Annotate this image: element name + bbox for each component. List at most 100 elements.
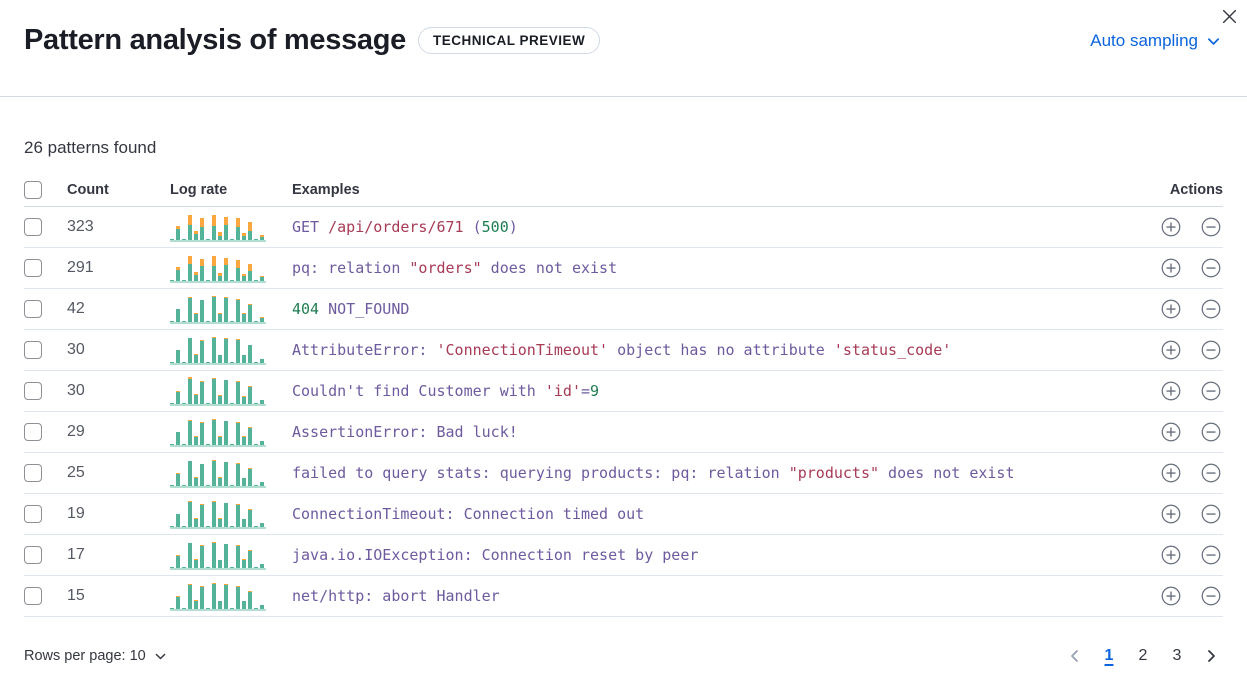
- filter-out-pattern-button[interactable]: [1201, 258, 1221, 278]
- table-row: 25 failed to query stats: querying produ…: [24, 453, 1223, 494]
- sparkline-bar: [218, 559, 222, 568]
- sparkline-bar: [236, 259, 240, 281]
- chevron-left-icon: [1071, 650, 1078, 662]
- sampling-dropdown[interactable]: Auto sampling: [1090, 31, 1221, 51]
- sparkline-bar: [254, 608, 258, 609]
- row-checkbox[interactable]: [24, 382, 42, 400]
- row-checkbox[interactable]: [24, 300, 42, 318]
- filter-for-pattern-button[interactable]: [1161, 504, 1181, 524]
- filter-for-pattern-button[interactable]: [1161, 217, 1181, 237]
- sparkline-bar: [236, 585, 240, 609]
- row-checkbox[interactable]: [24, 464, 42, 482]
- page-3-button[interactable]: 3: [1165, 643, 1189, 669]
- filter-for-pattern-button[interactable]: [1161, 299, 1181, 319]
- sparkline-bar: [194, 477, 198, 486]
- sparkline-bar: [212, 541, 216, 568]
- sparkline-bar: [200, 380, 204, 404]
- flyout-body: 26 patterns found Count Log rate Example…: [0, 138, 1247, 617]
- table-row: 323 GET /api/orders/671 (500): [24, 207, 1223, 248]
- table-row: 19 ConnectionTimeout: Connection timed o…: [24, 494, 1223, 535]
- filter-out-pattern-button[interactable]: [1201, 545, 1221, 565]
- sparkline-bar: [218, 313, 222, 322]
- sparkline-bar: [182, 280, 186, 281]
- filter-out-pattern-button[interactable]: [1201, 422, 1221, 442]
- sparkline-bar: [248, 550, 252, 568]
- sparkline-bar: [230, 239, 234, 240]
- filter-out-pattern-button[interactable]: [1201, 504, 1221, 524]
- sparkline-bar: [248, 303, 252, 322]
- sparkline-bar: [218, 518, 222, 527]
- sparkline-bar: [200, 218, 204, 240]
- sparkline-bar: [248, 385, 252, 404]
- example-text: net/http: abort Handler: [292, 587, 500, 605]
- row-checkbox[interactable]: [24, 505, 42, 523]
- filter-out-pattern-button[interactable]: [1201, 463, 1221, 483]
- sparkline-bar: [224, 297, 228, 322]
- plus-in-circle-icon: [1161, 299, 1181, 319]
- sparkline-bar: [188, 215, 192, 240]
- sparkline-bar: [212, 336, 216, 363]
- row-checkbox[interactable]: [24, 587, 42, 605]
- sparkline-bar: [170, 607, 174, 609]
- previous-page-button[interactable]: [1063, 644, 1087, 668]
- minus-in-circle-icon: [1201, 258, 1221, 278]
- page-1-button[interactable]: 1: [1097, 643, 1121, 669]
- row-checkbox[interactable]: [24, 423, 42, 441]
- page-2-button[interactable]: 2: [1131, 643, 1155, 669]
- row-checkbox[interactable]: [24, 259, 42, 277]
- row-checkbox[interactable]: [24, 341, 42, 359]
- sparkline-bar: [212, 296, 216, 322]
- sampling-label: Auto sampling: [1090, 31, 1198, 50]
- table-row: 29 AssertionError: Bad luck!: [24, 412, 1223, 453]
- next-page-button[interactable]: [1199, 644, 1223, 668]
- filter-for-pattern-button[interactable]: [1161, 340, 1181, 360]
- select-all-checkbox[interactable]: [24, 181, 42, 199]
- sparkline-bar: [230, 362, 234, 363]
- filter-for-pattern-button[interactable]: [1161, 463, 1181, 483]
- technical-preview-badge: TECHNICAL PREVIEW: [417, 27, 601, 54]
- sparkline-bar: [236, 462, 240, 486]
- row-checkbox[interactable]: [24, 546, 42, 564]
- chevron-down-icon: [155, 653, 166, 659]
- filter-for-pattern-button[interactable]: [1161, 545, 1181, 565]
- sparkline-bar: [182, 362, 186, 363]
- example-text: java.io.IOException: Connection reset by…: [292, 546, 699, 564]
- sparkline-bar: [218, 395, 222, 404]
- sparkline-bar: [200, 299, 204, 322]
- count-value: 19: [67, 505, 85, 522]
- sparkline-bar: [218, 600, 222, 609]
- filter-for-pattern-button[interactable]: [1161, 586, 1181, 606]
- minus-in-circle-icon: [1201, 381, 1221, 401]
- column-header-count: Count: [67, 182, 109, 198]
- table-row: 30 AttributeError: 'ConnectionTimeout' o…: [24, 330, 1223, 371]
- sparkline-bar: [188, 460, 192, 486]
- close-button[interactable]: [1217, 4, 1241, 28]
- sparkline-bar: [248, 222, 252, 240]
- sparkline-bar: [236, 421, 240, 445]
- sparkline-bar: [230, 526, 234, 527]
- sparkline-bar: [200, 259, 204, 281]
- filter-out-pattern-button[interactable]: [1201, 381, 1221, 401]
- filter-out-pattern-button[interactable]: [1201, 217, 1221, 237]
- filter-for-pattern-button[interactable]: [1161, 422, 1181, 442]
- filter-for-pattern-button[interactable]: [1161, 258, 1181, 278]
- sparkline-bar: [194, 559, 198, 568]
- sparkline-bar: [218, 232, 222, 240]
- sparkline-bar: [182, 526, 186, 527]
- sparkline-bar: [182, 567, 186, 568]
- count-value: 15: [67, 587, 85, 604]
- sparkline-bar: [236, 298, 240, 322]
- row-checkbox[interactable]: [24, 218, 42, 236]
- minus-in-circle-icon: [1201, 463, 1221, 483]
- sparkline-bar: [230, 567, 234, 568]
- filter-out-pattern-button[interactable]: [1201, 299, 1221, 319]
- sparkline-bar: [200, 544, 204, 568]
- sparkline-bar: [188, 297, 192, 322]
- filter-out-pattern-button[interactable]: [1201, 340, 1221, 360]
- rows-per-page-selector[interactable]: Rows per page: 10: [24, 648, 167, 664]
- sparkline-bar: [248, 263, 252, 281]
- sparkline-bar: [242, 313, 246, 322]
- filter-out-pattern-button[interactable]: [1201, 586, 1221, 606]
- log-rate-sparkline: [170, 335, 266, 365]
- filter-for-pattern-button[interactable]: [1161, 381, 1181, 401]
